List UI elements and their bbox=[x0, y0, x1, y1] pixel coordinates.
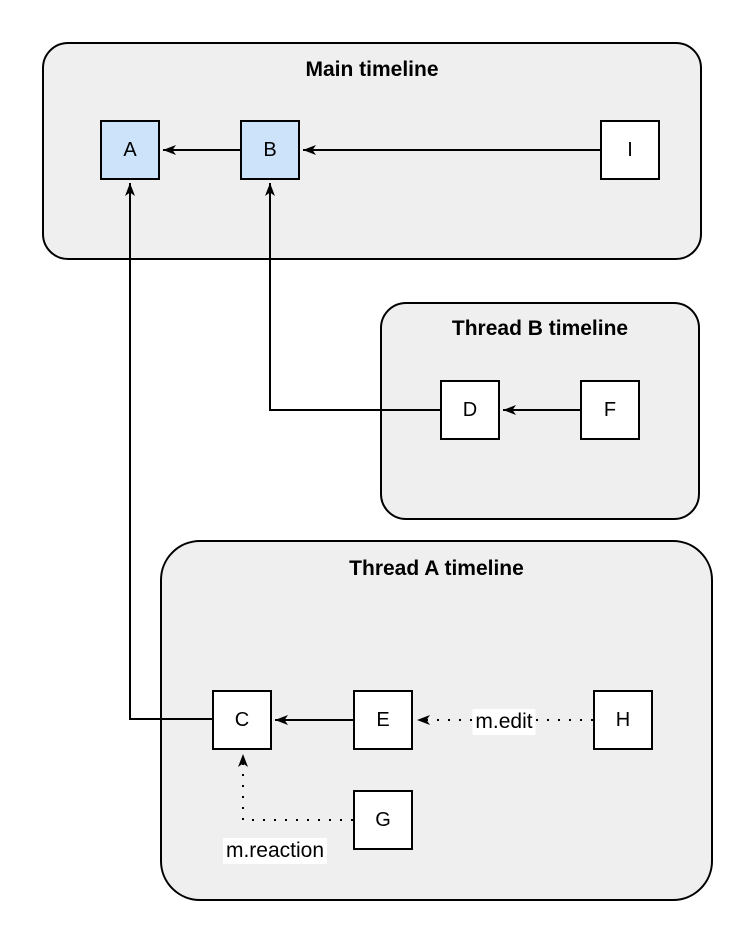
thread-a-timeline-title: Thread A timeline bbox=[349, 557, 524, 580]
node-E: E bbox=[353, 690, 413, 750]
edge-label-m-reaction: m.reaction bbox=[222, 838, 328, 864]
node-C: C bbox=[212, 690, 272, 750]
edge-label-m-edit: m.edit bbox=[472, 709, 536, 735]
node-B: B bbox=[240, 120, 300, 180]
node-H: H bbox=[593, 690, 653, 750]
container-thread-b-timeline: Thread B timeline bbox=[380, 302, 700, 520]
thread-b-timeline-title: Thread B timeline bbox=[451, 317, 629, 340]
main-timeline-title: Main timeline bbox=[305, 58, 439, 81]
node-A: A bbox=[100, 120, 160, 180]
node-I: I bbox=[600, 120, 660, 180]
node-D: D bbox=[440, 380, 500, 440]
node-G: G bbox=[353, 790, 413, 850]
node-F: F bbox=[580, 380, 640, 440]
